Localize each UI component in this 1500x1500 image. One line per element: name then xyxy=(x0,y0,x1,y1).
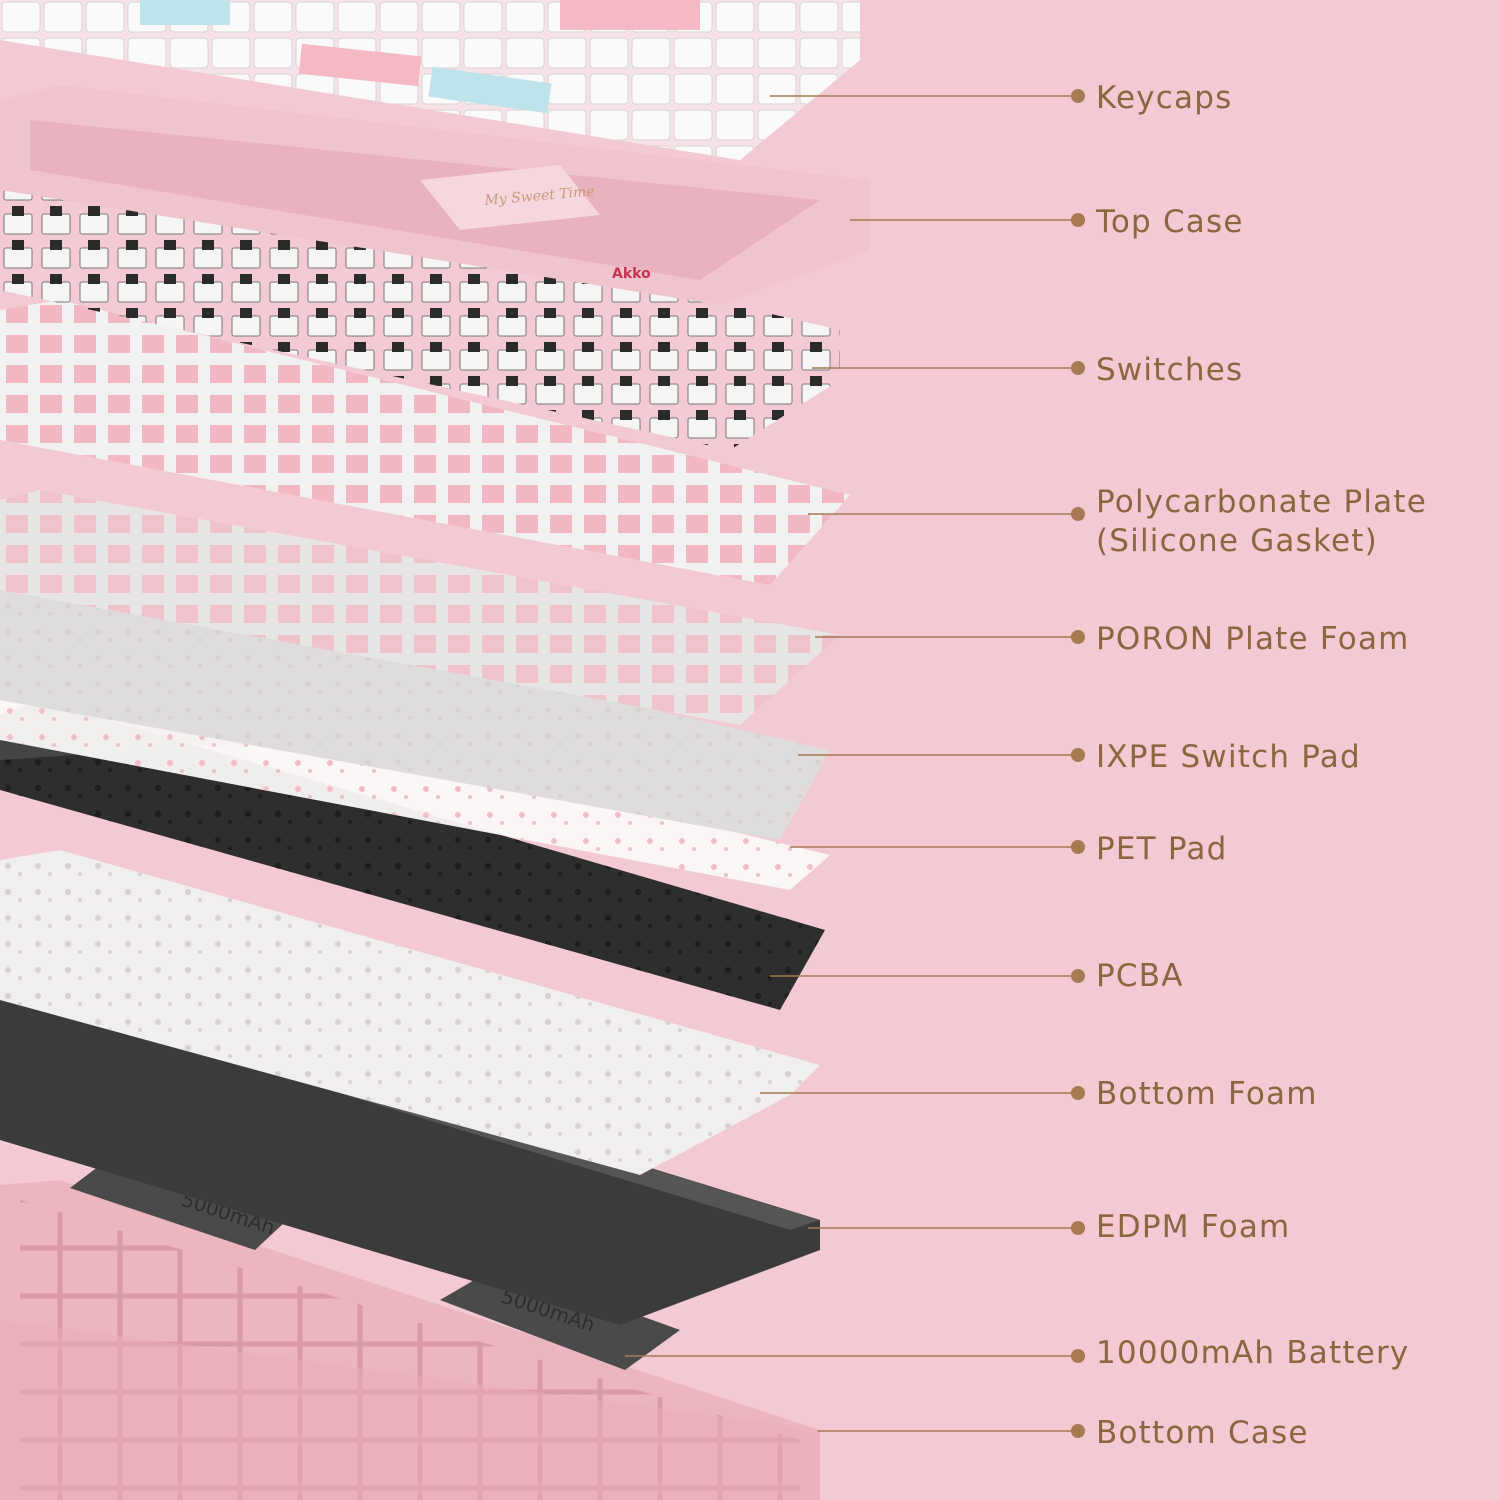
label-switches: Switches xyxy=(1096,351,1243,390)
label-battery: 10000mAh Battery xyxy=(1096,1334,1409,1373)
top-case-brand: Akko xyxy=(612,266,651,282)
label-keycaps-text: Keycaps xyxy=(1096,80,1233,116)
label-ixpe-switch-pad: IXPE Switch Pad xyxy=(1096,738,1361,777)
callout-dot-switches xyxy=(1071,361,1085,375)
label-edpm-foam: EDPM Foam xyxy=(1096,1208,1290,1247)
switches-illustration xyxy=(0,160,840,450)
label-polycarbonate-plate-text: Polycarbonate Plate xyxy=(1096,484,1427,520)
callout-dot-pet-pad xyxy=(1071,840,1085,854)
callout-dot-top-case xyxy=(1071,213,1085,227)
callout-dot-keycaps xyxy=(1071,89,1085,103)
label-top-case: Top Case xyxy=(1096,203,1244,242)
label-bottom-foam-text: Bottom Foam xyxy=(1096,1076,1318,1112)
callout-dot-poron-plate-foam xyxy=(1071,630,1085,644)
callout-dot-pcba xyxy=(1071,969,1085,983)
callout-dot-polycarbonate-plate xyxy=(1071,507,1085,521)
label-bottom-case-text: Bottom Case xyxy=(1096,1415,1309,1451)
label-pcba: PCBA xyxy=(1096,957,1184,996)
top-case-illustration: My Sweet Time Akko xyxy=(0,85,870,305)
label-pet-pad-text: PET Pad xyxy=(1096,831,1228,867)
callout-dot-battery xyxy=(1071,1349,1085,1363)
bottom-case-illustration xyxy=(0,1180,820,1500)
label-polycarbonate-plate-subtext: (Silicone Gasket) xyxy=(1096,523,1378,559)
label-top-case-text: Top Case xyxy=(1096,204,1244,240)
label-battery-text: 10000mAh Battery xyxy=(1096,1335,1410,1371)
label-polycarbonate-plate: Polycarbonate Plate (Silicone Gasket) xyxy=(1096,483,1427,561)
callout-dot-ixpe-switch-pad xyxy=(1071,748,1085,762)
ixpe-switch-pad-illustration xyxy=(0,575,830,840)
label-switches-text: Switches xyxy=(1096,352,1244,388)
callout-dot-bottom-foam xyxy=(1071,1086,1085,1100)
callout-lines xyxy=(625,89,1085,1438)
callout-dot-bottom-case xyxy=(1071,1424,1085,1438)
bottom-foam-illustration xyxy=(0,850,820,1175)
keycaps-illustration xyxy=(0,0,860,160)
label-pcba-text: PCBA xyxy=(1096,958,1184,994)
callout-dot-edpm-foam xyxy=(1071,1221,1085,1235)
label-poron-plate-foam: PORON Plate Foam xyxy=(1096,620,1410,659)
label-pet-pad: PET Pad xyxy=(1096,830,1227,869)
label-keycaps: Keycaps xyxy=(1096,79,1232,118)
poron-plate-foam-illustration xyxy=(0,490,840,725)
label-bottom-foam: Bottom Foam xyxy=(1096,1075,1318,1114)
label-poron-plate-foam-text: PORON Plate Foam xyxy=(1096,621,1410,657)
label-edpm-foam-text: EDPM Foam xyxy=(1096,1209,1291,1245)
label-bottom-case: Bottom Case xyxy=(1096,1414,1309,1453)
label-ixpe-switch-pad-text: IXPE Switch Pad xyxy=(1096,739,1361,775)
polycarbonate-plate-illustration xyxy=(0,300,850,585)
